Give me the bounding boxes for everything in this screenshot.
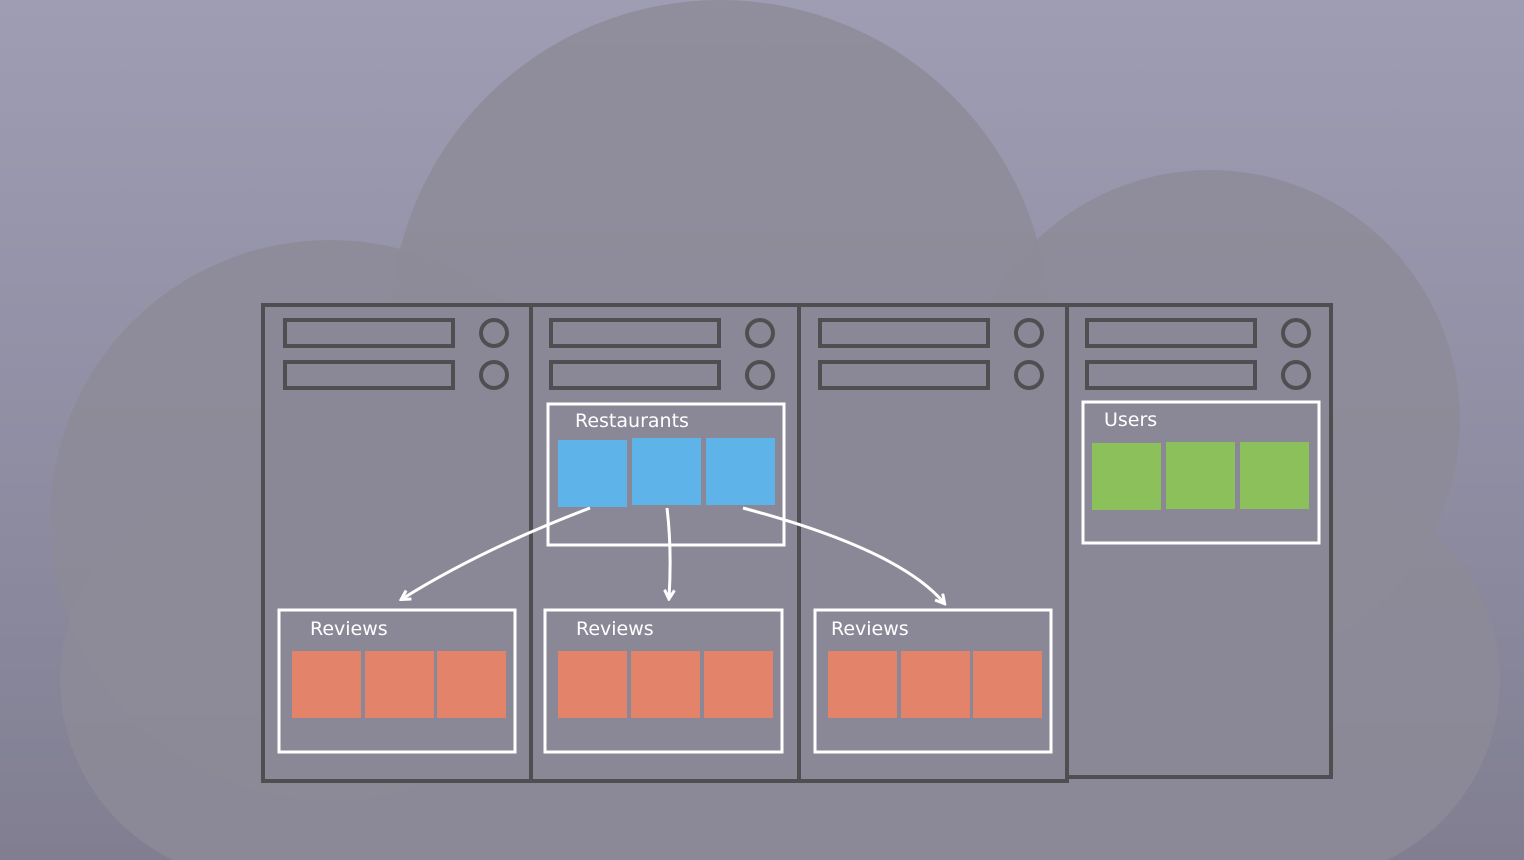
record-block xyxy=(828,651,897,718)
record-block xyxy=(901,651,970,718)
reviews-table-3: Reviews xyxy=(813,608,1053,754)
drive-bay xyxy=(1085,360,1257,390)
record-block xyxy=(632,438,701,505)
server-4 xyxy=(1065,303,1333,779)
record-block xyxy=(706,438,775,505)
table-label: Reviews xyxy=(310,618,388,640)
drive-bay xyxy=(549,360,721,390)
arrow-to-reviews-1 xyxy=(402,506,591,599)
power-button-icon xyxy=(745,360,775,390)
power-button-icon xyxy=(479,360,509,390)
record-block xyxy=(1240,442,1309,509)
record-block xyxy=(558,651,627,718)
power-button-icon xyxy=(1281,318,1311,348)
reviews-table-2: Reviews xyxy=(543,608,784,754)
record-block xyxy=(631,651,700,718)
drive-bay xyxy=(549,318,721,348)
restaurants-table: Restaurants xyxy=(546,402,786,547)
power-button-icon xyxy=(745,318,775,348)
drive-bay xyxy=(283,318,455,348)
table-label: Reviews xyxy=(576,618,654,640)
table-label: Reviews xyxy=(831,618,909,640)
power-button-icon xyxy=(1014,318,1044,348)
table-label: Users xyxy=(1104,409,1157,431)
record-block xyxy=(1092,443,1161,510)
record-block xyxy=(558,440,627,507)
arrow-to-reviews-3 xyxy=(742,506,944,603)
record-block xyxy=(365,651,434,718)
record-block xyxy=(1166,442,1235,509)
power-button-icon xyxy=(1014,360,1044,390)
drive-bay xyxy=(818,318,990,348)
power-button-icon xyxy=(479,318,509,348)
record-block xyxy=(292,651,361,718)
drive-bay xyxy=(283,360,455,390)
table-label: Restaurants xyxy=(575,410,689,432)
power-button-icon xyxy=(1281,360,1311,390)
arrow-to-reviews-2 xyxy=(667,507,670,598)
drive-bay xyxy=(1085,318,1257,348)
record-block xyxy=(973,651,1042,718)
record-block xyxy=(704,651,773,718)
reviews-table-1: Reviews xyxy=(277,608,517,754)
users-table: Users xyxy=(1081,400,1321,545)
drive-bay xyxy=(818,360,990,390)
record-block xyxy=(437,651,506,718)
relationship-arrows xyxy=(402,506,944,603)
